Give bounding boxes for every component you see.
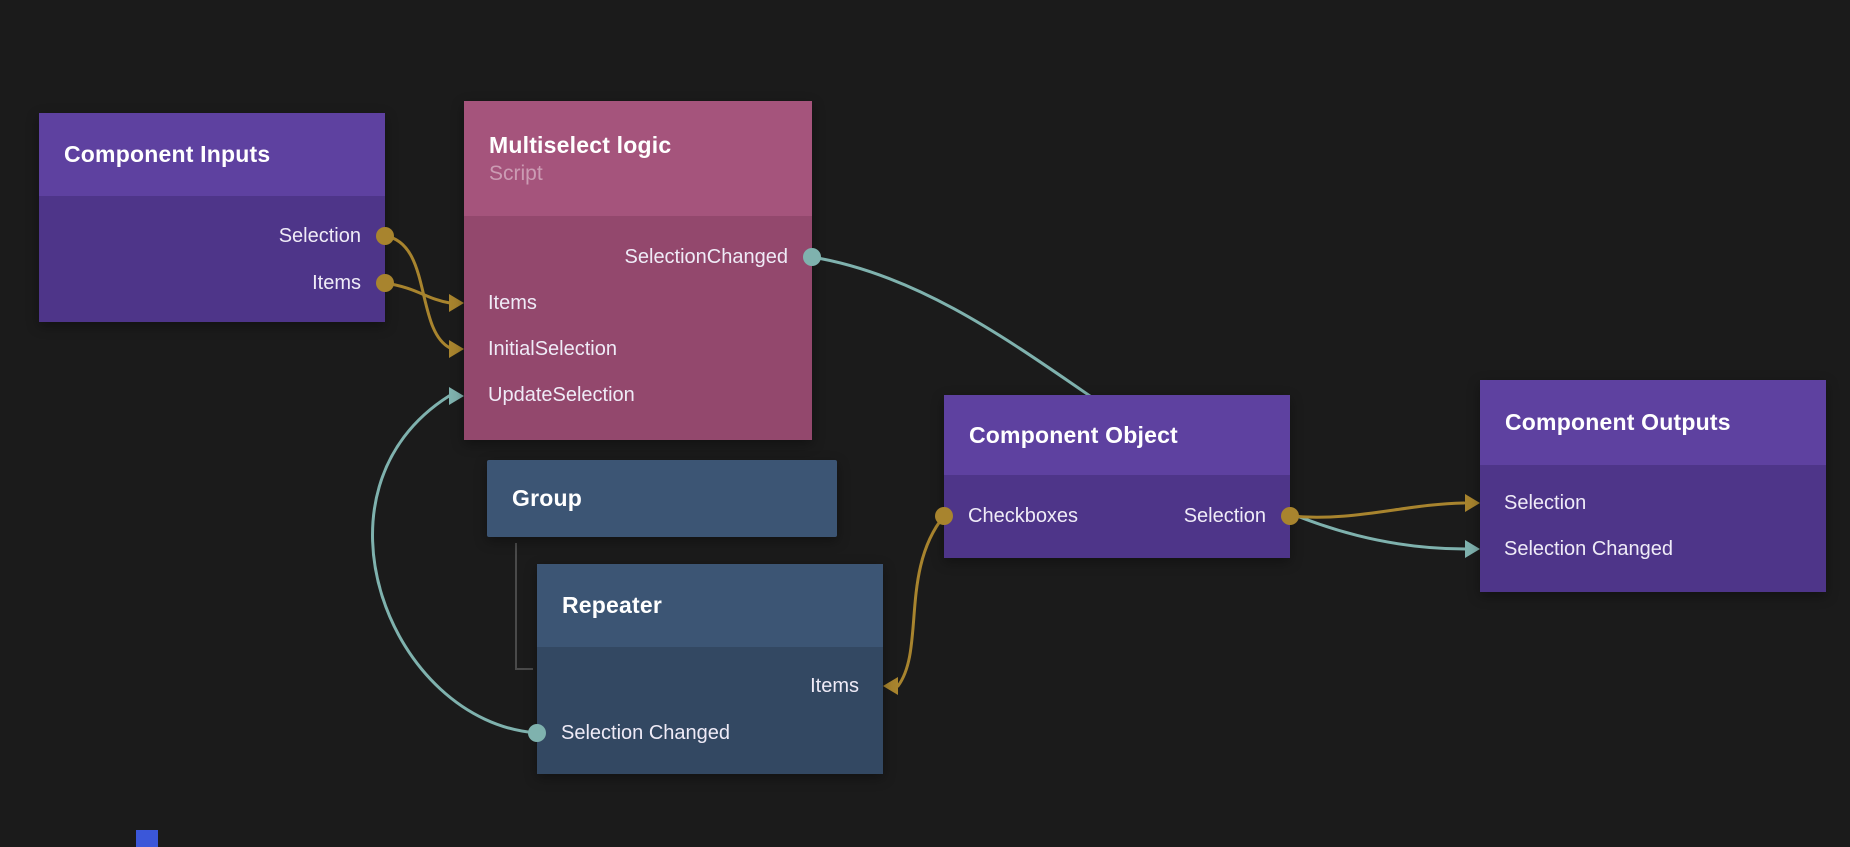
node-title: Multiselect logic: [489, 131, 672, 158]
node-subtitle: Script: [489, 161, 543, 185]
node-multiselect-logic-header[interactable]: Multiselect logic Script: [464, 101, 812, 216]
partial-node-bottom-edge[interactable]: [136, 830, 158, 847]
port-label: Items: [810, 675, 859, 697]
node-component-inputs[interactable]: Component Inputs Selection Items: [39, 113, 385, 322]
port-component-inputs-items[interactable]: Items: [39, 260, 385, 307]
node-component-outputs-header[interactable]: Component Outputs: [1480, 380, 1826, 465]
port-label: Items: [488, 292, 537, 314]
edge-object-checkboxes-to-repeater-items[interactable]: [896, 514, 946, 688]
port-multiselect-selectionchanged[interactable]: SelectionChanged: [464, 234, 812, 280]
node-repeater-header[interactable]: Repeater: [537, 564, 883, 647]
node-component-inputs-body: Selection Items: [39, 196, 385, 322]
port-label: SelectionChanged: [624, 246, 788, 268]
node-title: Component Outputs: [1505, 409, 1731, 435]
port-component-inputs-selection[interactable]: Selection: [39, 213, 385, 260]
port-label: Selection Changed: [561, 722, 731, 744]
port-label: Selection: [278, 225, 361, 247]
node-title: Component Inputs: [64, 141, 271, 167]
node-component-object-header[interactable]: Component Object: [944, 395, 1290, 475]
node-title: Repeater: [562, 592, 663, 618]
node-group-header[interactable]: Group: [487, 460, 837, 537]
edge-inputs-items-to-items[interactable]: [383, 281, 452, 305]
node-multiselect-logic[interactable]: Multiselect logic Script SelectionChange…: [464, 101, 812, 440]
port-repeater-selectionchanged[interactable]: Selection Changed: [537, 710, 883, 757]
hierarchy-line-group-repeater: [515, 543, 533, 670]
port-multiselect-items[interactable]: Items: [464, 280, 812, 326]
edge-repeater-selectionchanged-to-updateselection[interactable]: [371, 394, 539, 735]
port-label: UpdateSelection: [488, 384, 635, 406]
node-title: Group: [512, 485, 582, 511]
port-label: Items: [312, 272, 361, 294]
input-arrow-outputs-selectionchanged: [1465, 540, 1480, 558]
port-component-outputs-selectionchanged[interactable]: Selection Changed: [1480, 526, 1826, 572]
node-multiselect-logic-body: SelectionChanged Items InitialSelection …: [464, 216, 812, 440]
node-repeater[interactable]: Repeater Items Selection Changed: [537, 564, 883, 774]
input-arrow-multiselect-updateselection: [449, 387, 464, 405]
node-title: Component Object: [969, 421, 1178, 448]
port-component-outputs-selection[interactable]: Selection: [1480, 480, 1826, 526]
node-component-object-body: Checkboxes Selection: [944, 475, 1290, 558]
input-arrow-multiselect-items: [449, 294, 464, 312]
port-multiselect-initialselection[interactable]: InitialSelection: [464, 326, 812, 372]
port-label: Selection: [1504, 492, 1587, 514]
input-arrow-multiselect-initialselection: [449, 340, 464, 358]
port-label: InitialSelection: [488, 338, 617, 360]
edge-inputs-selection-to-initialselection[interactable]: [383, 234, 452, 350]
port-component-object-selection[interactable]: Selection: [1183, 505, 1266, 527]
port-component-object-checkboxes[interactable]: Checkboxes: [968, 505, 1079, 527]
node-component-inputs-header[interactable]: Component Inputs: [39, 113, 385, 196]
node-component-object[interactable]: Component Object Checkboxes Selection: [944, 395, 1290, 558]
node-component-outputs-body: Selection Selection Changed: [1480, 465, 1826, 592]
input-arrow-outputs-selection: [1465, 494, 1480, 512]
node-group[interactable]: Group: [487, 460, 837, 537]
node-repeater-body: Items Selection Changed: [537, 647, 883, 774]
port-repeater-items[interactable]: Items: [537, 663, 883, 710]
input-arrow-repeater-items: [883, 677, 898, 695]
edge-object-selection-to-outputs-selection[interactable]: [1288, 501, 1466, 519]
port-label: Selection Changed: [1504, 538, 1674, 560]
port-multiselect-updateselection[interactable]: UpdateSelection: [464, 372, 812, 418]
node-component-outputs[interactable]: Component Outputs Selection Selection Ch…: [1480, 380, 1826, 592]
